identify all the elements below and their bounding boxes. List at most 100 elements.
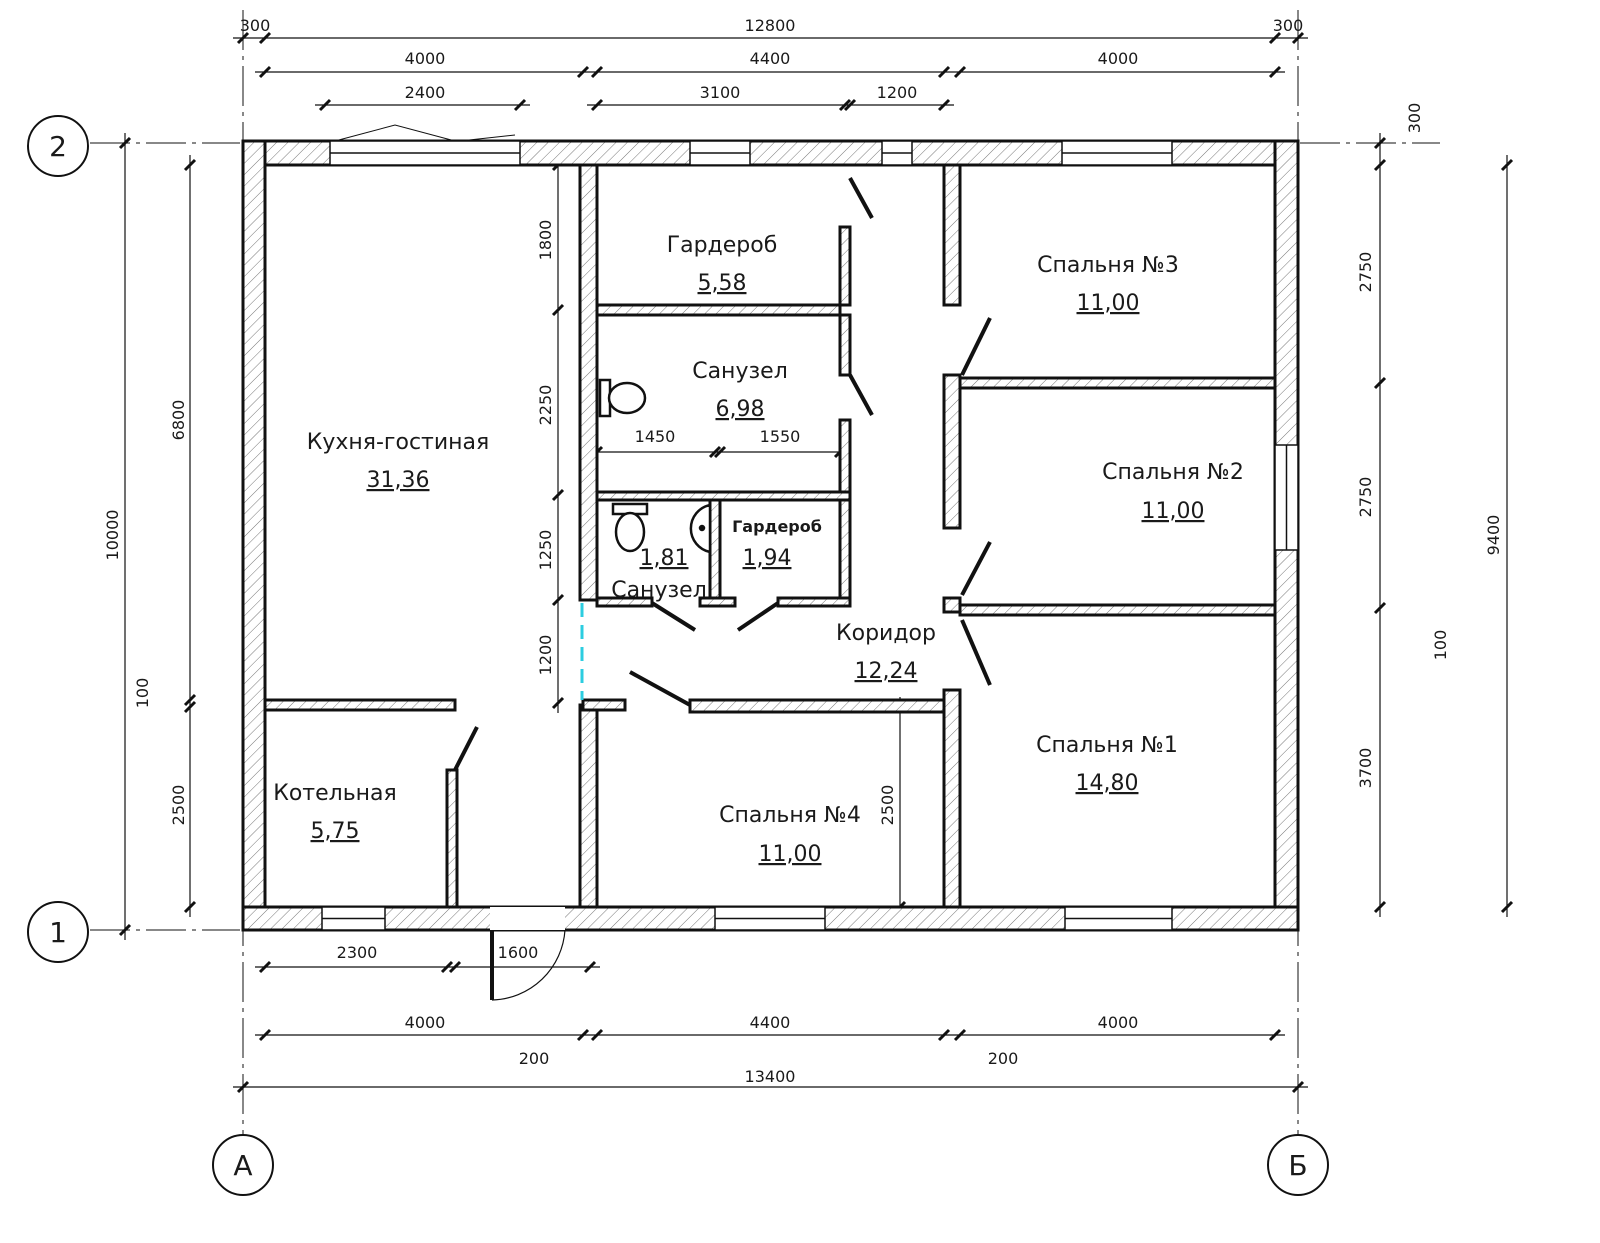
room-area: 11,00 bbox=[759, 842, 822, 867]
door-leaf bbox=[960, 619, 992, 686]
room-area: 11,00 bbox=[1077, 291, 1140, 316]
room-area: 5,58 bbox=[698, 271, 747, 296]
room-area: 12,24 bbox=[855, 659, 918, 684]
toilet-icon bbox=[598, 378, 649, 553]
axis-marker-2: 2 bbox=[27, 115, 89, 177]
window bbox=[321, 906, 386, 931]
dimension-label: 13400 bbox=[745, 1067, 796, 1086]
axis-marker-b: Б bbox=[1267, 1134, 1329, 1196]
dimension-label: 2750 bbox=[1356, 477, 1375, 518]
dimension-label: 200 bbox=[519, 1049, 550, 1068]
room-area: 5,75 bbox=[311, 819, 360, 844]
window bbox=[689, 140, 751, 166]
dimension-label: 2250 bbox=[536, 385, 555, 426]
room-name: Санузел bbox=[611, 578, 707, 603]
door-leaf bbox=[629, 670, 691, 707]
wall bbox=[578, 163, 599, 602]
door-swing-arc bbox=[334, 124, 516, 142]
axis-marker-a: А bbox=[212, 1134, 274, 1196]
wall bbox=[595, 303, 842, 317]
dimension-label: 1200 bbox=[877, 83, 918, 102]
wall bbox=[445, 768, 459, 909]
dimension-label: 300 bbox=[240, 16, 271, 35]
room-area: 11,00 bbox=[1142, 499, 1205, 524]
dimension-label: 9400 bbox=[1484, 515, 1503, 556]
sink-icon bbox=[689, 503, 712, 554]
wall bbox=[578, 703, 599, 909]
dimension-label: 2750 bbox=[1356, 252, 1375, 293]
room-boiler: Котельная 5,75 bbox=[273, 781, 397, 844]
wall bbox=[595, 596, 654, 608]
room-bedroom-3: Спальня №3 11,00 bbox=[1037, 253, 1179, 316]
door-leaf bbox=[960, 541, 992, 596]
wall bbox=[958, 376, 1277, 390]
door-leaf bbox=[848, 374, 874, 416]
dimension-label: 100 bbox=[1431, 630, 1450, 661]
door-leaf bbox=[848, 177, 874, 219]
window bbox=[1061, 140, 1173, 166]
room-area: 6,98 bbox=[716, 397, 765, 422]
room-bedroom-1: Спальня №1 14,80 bbox=[1036, 733, 1178, 796]
dimension-label: 1600 bbox=[498, 943, 539, 962]
dimension-label: 1450 bbox=[635, 427, 676, 446]
room-name: Гардероб bbox=[667, 233, 778, 258]
dimension-label: 4400 bbox=[750, 1013, 791, 1032]
wall bbox=[942, 596, 962, 614]
room-name: Спальня №2 bbox=[1102, 460, 1244, 485]
dimension-label: 2500 bbox=[169, 785, 188, 826]
dimension-label: 1200 bbox=[536, 635, 555, 676]
dimension-label: 1550 bbox=[760, 427, 801, 446]
door-leaf bbox=[453, 726, 479, 771]
room-area: 1,94 bbox=[743, 546, 792, 571]
door-leaf bbox=[736, 601, 780, 632]
dimension-label: 3700 bbox=[1356, 748, 1375, 789]
room-area: 31,36 bbox=[367, 468, 430, 493]
dimension-label: 4000 bbox=[405, 49, 446, 68]
dimension-label: 3100 bbox=[700, 83, 741, 102]
dimension-label: 2400 bbox=[405, 83, 446, 102]
room-name: Спальня №1 bbox=[1036, 733, 1178, 758]
room-area: 14,80 bbox=[1076, 771, 1139, 796]
room-name: Санузел bbox=[692, 359, 788, 384]
dimension-label: 1800 bbox=[536, 220, 555, 261]
wall bbox=[838, 313, 852, 377]
window bbox=[1064, 906, 1173, 931]
axis-label: Б bbox=[1288, 1149, 1307, 1182]
wall bbox=[958, 603, 1277, 617]
wall bbox=[942, 163, 962, 307]
wall bbox=[942, 688, 962, 909]
room-name: Спальня №3 bbox=[1037, 253, 1179, 278]
room-bedroom-4: Спальня №4 11,00 bbox=[719, 803, 861, 867]
dimension-label: 300 bbox=[1405, 103, 1424, 134]
room-corridor: Коридор 12,24 bbox=[836, 621, 936, 684]
window bbox=[881, 140, 913, 166]
dimension-label: 1250 bbox=[536, 530, 555, 571]
dimension-label: 4000 bbox=[1098, 49, 1139, 68]
room-name: Коридор bbox=[836, 621, 936, 646]
room-small-wardrobe: Гардероб 1,94 bbox=[732, 517, 822, 571]
room-name: Спальня №4 bbox=[719, 803, 861, 828]
room-name: Гардероб bbox=[732, 517, 822, 536]
room-bedroom-2: Спальня №2 11,00 bbox=[1102, 460, 1244, 524]
window bbox=[1274, 444, 1299, 551]
wall bbox=[241, 139, 267, 932]
wall bbox=[263, 698, 457, 712]
wall bbox=[838, 225, 852, 307]
dimension-label: 6800 bbox=[169, 400, 188, 441]
room-area: 1,81 bbox=[640, 546, 689, 571]
room-name: Котельная bbox=[273, 781, 397, 806]
wall bbox=[708, 498, 722, 602]
dimension-label: 200 bbox=[988, 1049, 1019, 1068]
room-bathroom: Санузел 6,98 bbox=[692, 359, 788, 422]
dimension-label: 100 bbox=[133, 678, 152, 709]
window bbox=[329, 140, 521, 166]
wall bbox=[776, 596, 852, 608]
dimension-label: 4000 bbox=[1098, 1013, 1139, 1032]
dimension-label: 2300 bbox=[337, 943, 378, 962]
axis-label: А bbox=[233, 1149, 252, 1182]
axis-label: 1 bbox=[49, 916, 67, 949]
dimension-label: 2500 bbox=[878, 785, 897, 826]
dimension-label: 4000 bbox=[405, 1013, 446, 1032]
wall bbox=[838, 498, 852, 602]
